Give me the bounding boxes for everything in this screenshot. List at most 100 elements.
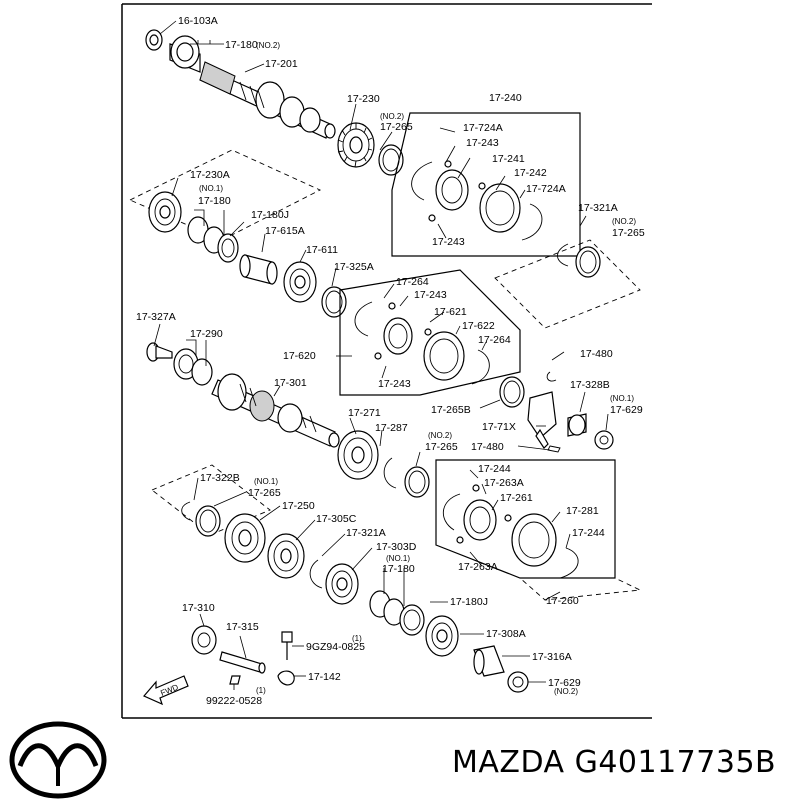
callout-17-244-a: 17-244 <box>478 463 511 475</box>
callout-labels: 16-103A 17-180 (NO.2) 17-201 17-230 (NO.… <box>136 15 645 707</box>
callout-17-281: 17-281 <box>566 505 599 517</box>
callout-17-264-b: 17-264 <box>478 334 511 346</box>
callout-17-301: 17-301 <box>274 377 307 389</box>
dashed-box-17-260 <box>518 577 642 601</box>
callout-one-b: (1) <box>256 686 266 695</box>
callout-17-264-a: 17-264 <box>396 276 429 288</box>
callout-17-316A: 17-316A <box>532 651 572 663</box>
gear-17-305C <box>267 533 305 579</box>
callout-17-244-b: 17-244 <box>572 527 605 539</box>
callout-17-242: 17-242 <box>514 167 547 179</box>
callout-no2-a: (NO.2) <box>380 112 404 121</box>
gear-17-303D <box>325 563 359 605</box>
callout-17-724A-b: 17-724A <box>526 183 566 195</box>
callout-no2-top: (NO.2) <box>256 41 280 50</box>
box-17-620 <box>339 269 521 396</box>
bushing-17-316A <box>473 645 505 677</box>
gear-17-308A <box>425 615 459 657</box>
callout-no2-b: (NO.2) <box>612 217 636 226</box>
callout-17-327A: 17-327A <box>136 311 176 323</box>
callout-17-321A-b: 17-321A <box>346 527 386 539</box>
callout-17-265-c: 17-265 <box>425 441 458 453</box>
callout-17-180J-b: 17-180J <box>450 596 488 608</box>
box-17-240 <box>391 112 581 257</box>
callout-16-103A: 16-103A <box>178 15 218 27</box>
callout-17-629-a: 17-629 <box>610 404 643 416</box>
callout-17-480-b: 17-480 <box>471 441 504 453</box>
callout-17-480-a: 17-480 <box>580 348 613 360</box>
callout-17-265-d: 17-265 <box>248 487 281 499</box>
gear-17-250 <box>224 513 266 563</box>
callout-no2-c: (NO.2) <box>428 431 452 440</box>
callout-no1-a: (NO.1) <box>199 184 223 193</box>
callout-17-180-top: 17-180 <box>225 39 258 51</box>
callout-no1-b: (NO.1) <box>610 394 634 403</box>
dashed-box-17-322B <box>151 464 271 536</box>
callout-17-230A: 17-230A <box>190 169 230 181</box>
callout-17-263A-a: 17-263A <box>484 477 524 489</box>
callout-17-265-a: 17-265 <box>380 121 413 133</box>
synchro-17-240-parts <box>411 160 543 241</box>
callout-17-303D: 17-303D <box>376 541 417 553</box>
countershaft-17-301 <box>211 373 340 448</box>
callout-17-308A: 17-308A <box>486 628 526 640</box>
callout-17-240: 17-240 <box>489 92 522 104</box>
bushing-17-615A <box>239 254 278 285</box>
callout-17-261: 17-261 <box>500 492 533 504</box>
callout-17-310: 17-310 <box>182 602 215 614</box>
callout-17-265-b: 17-265 <box>612 227 645 239</box>
nut-17-629-lower <box>507 671 529 693</box>
callout-17-265B: 17-265B <box>431 404 471 416</box>
callout-17-611: 17-611 <box>306 244 338 256</box>
callout-17-622: 17-622 <box>462 320 495 332</box>
callout-17-620: 17-620 <box>283 350 316 362</box>
callout-17-271: 17-271 <box>348 407 381 419</box>
countershaft-front-parts <box>146 342 213 386</box>
main-shaft-upper <box>145 29 336 139</box>
clip-17-321A <box>309 559 323 589</box>
callout-17-180J-a: 17-180J <box>251 209 289 221</box>
callout-17-180-c: 17-180 <box>382 563 415 575</box>
callout-17-230: 17-230 <box>347 93 380 105</box>
callout-17-201: 17-201 <box>265 58 298 70</box>
gear-17-230A <box>148 191 239 263</box>
shift-parts-right <box>499 371 614 453</box>
leader-lines <box>153 20 609 690</box>
callout-no1-c: (NO.1) <box>254 477 278 486</box>
callout-17-142: 17-142 <box>308 671 341 683</box>
callout-17-243-b: 17-243 <box>432 236 465 248</box>
bearing-17-180-lower <box>369 590 425 636</box>
callout-one-a: (1) <box>352 634 362 643</box>
callout-99222-0528: 99222-0528 <box>206 695 262 707</box>
callout-17-621: 17-621 <box>434 306 467 318</box>
callout-17-322B: 17-322B <box>200 472 240 484</box>
gear-17-271 <box>337 430 379 480</box>
callout-17-243-c: 17-243 <box>414 289 447 301</box>
callout-17-724A-a: 17-724A <box>463 122 503 134</box>
callout-17-250: 17-250 <box>282 500 315 512</box>
callout-17-287: 17-287 <box>375 422 408 434</box>
callout-9GZ94-0825: 9GZ94-0825 <box>306 641 365 653</box>
callout-17-321A-a: 17-321A <box>578 202 618 214</box>
callout-no2-d: (NO.2) <box>554 687 578 696</box>
callout-17-290: 17-290 <box>190 328 223 340</box>
fwd-arrow-icon <box>143 675 189 706</box>
synchro-17-260-parts <box>443 484 579 579</box>
callout-17-71X: 17-71X <box>482 421 516 433</box>
synchro-17-620-parts <box>354 301 490 385</box>
callout-17-243-d: 17-243 <box>378 378 411 390</box>
callout-17-305C: 17-305C <box>316 513 357 525</box>
reverse-idler-parts <box>191 625 295 686</box>
brand-part-caption: MAZDA G40117735B <box>452 745 776 780</box>
callout-17-260: 17-260 <box>546 595 579 607</box>
callout-17-241: 17-241 <box>492 153 525 165</box>
mazda-logo-icon <box>9 721 107 799</box>
gear-17-611 <box>283 261 317 303</box>
callout-17-328B: 17-328B <box>570 379 610 391</box>
gear-17-230 <box>337 122 375 168</box>
clip-17-287 <box>383 457 397 489</box>
callout-17-615A: 17-615A <box>265 225 305 237</box>
callout-17-315: 17-315 <box>226 621 259 633</box>
